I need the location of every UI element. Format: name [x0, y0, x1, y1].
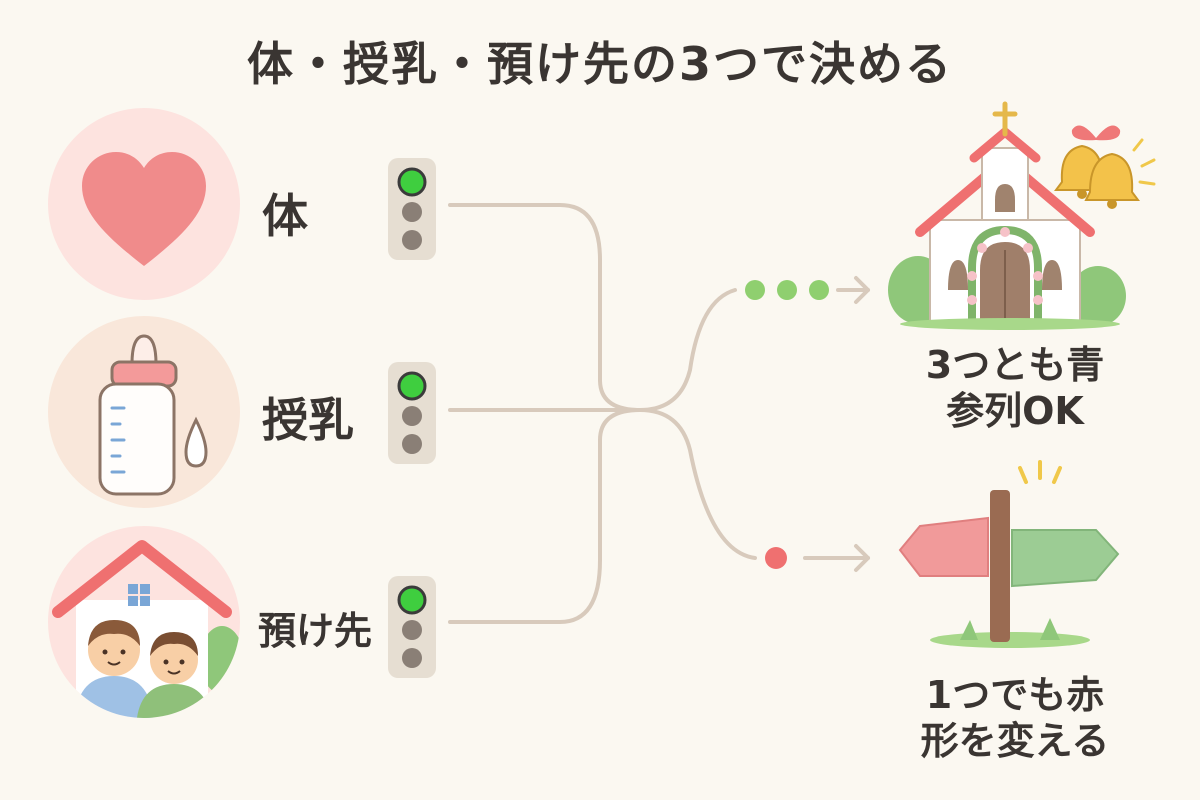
outcome-attend-ok: 3つとも青 参列OK — [900, 342, 1130, 434]
wedding-chapel-icon — [888, 101, 1126, 330]
red-dot — [765, 547, 787, 569]
outcome-line: 1つでも赤 — [925, 673, 1105, 717]
factor-label-childcare: 預け先 — [258, 609, 373, 653]
green-light-icon — [397, 167, 427, 197]
page-title: 体・授乳・預け先の3つで決める — [246, 37, 953, 91]
signpost-icon — [898, 460, 1120, 648]
milk-drop-icon — [184, 416, 208, 468]
factor-label-breastfeeding: 授乳 — [262, 393, 354, 447]
house-circle — [48, 526, 240, 718]
heart-icon — [82, 152, 206, 266]
light-off-icon — [402, 230, 422, 250]
traffic-light-care — [388, 576, 436, 678]
arrow-right-icon — [803, 544, 870, 572]
arrow-right-icon — [836, 276, 870, 304]
connector-lines — [448, 203, 757, 624]
light-off-icon — [402, 202, 422, 222]
light-off-icon — [402, 620, 422, 640]
light-off-icon — [402, 648, 422, 668]
green-dot — [809, 280, 829, 300]
outcome-line: 参列OK — [946, 389, 1084, 433]
traffic-light-milk — [388, 362, 436, 464]
outcome-line: 形を変える — [920, 719, 1110, 763]
outcome-line: 3つとも青 — [925, 343, 1105, 387]
green-dot — [745, 280, 765, 300]
baby-bottle-icon — [98, 334, 178, 496]
light-off-icon — [402, 406, 422, 426]
green-light-icon — [397, 371, 427, 401]
factor-label-body: 体 — [262, 189, 308, 243]
outcome-change-form: 1つでも赤 形を変える — [900, 672, 1130, 764]
ng-indicator — [765, 544, 870, 572]
light-off-icon — [402, 434, 422, 454]
traffic-light-body — [388, 158, 436, 260]
green-light-icon — [397, 585, 427, 615]
bottle-circle — [48, 316, 240, 508]
wedding-bells-icon — [1054, 125, 1156, 209]
ok-indicator — [745, 276, 870, 304]
green-dot — [777, 280, 797, 300]
heart-circle — [48, 108, 240, 300]
